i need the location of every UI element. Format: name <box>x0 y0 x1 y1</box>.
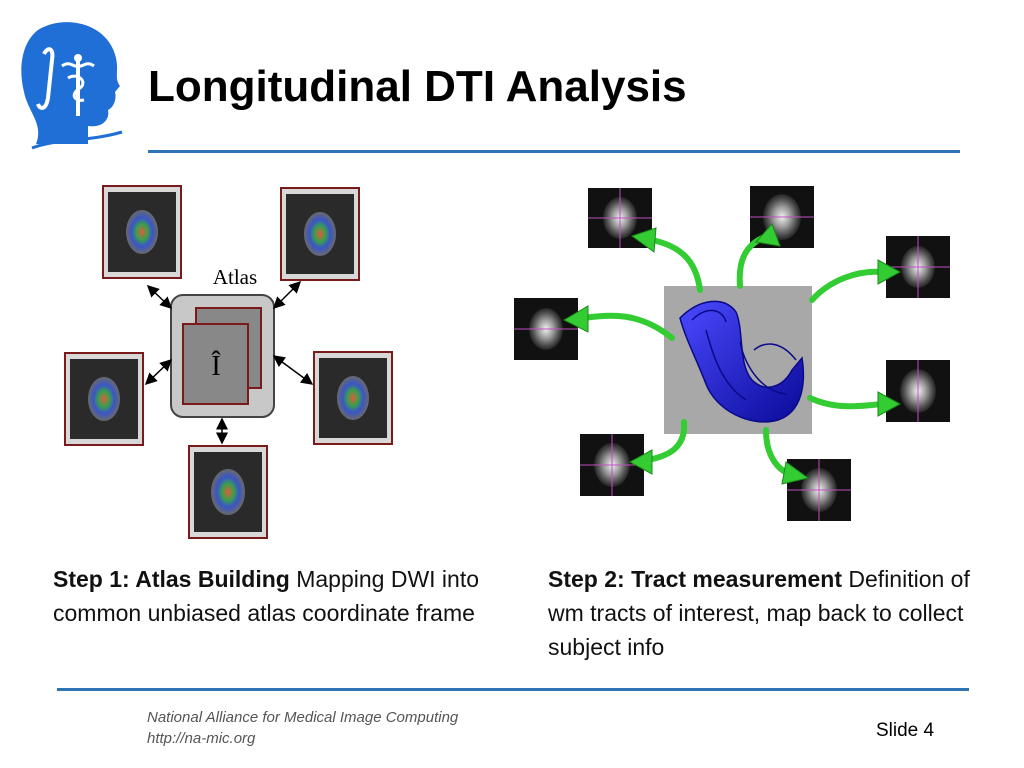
fiber-tract <box>679 300 805 423</box>
slice-right-top <box>886 236 950 298</box>
slide-number: Slide 4 <box>876 720 935 741</box>
subject-image-mid-left <box>64 352 144 446</box>
footer-organization: National Alliance for Medical Image Comp… <box>147 707 458 749</box>
slide-title: Longitudinal DTI Analysis <box>148 62 687 111</box>
slice-left <box>514 298 578 360</box>
step2-heading: Step 2: Tract measurement <box>548 566 843 592</box>
subject-image-bottom <box>188 445 268 539</box>
step2-body: Definition of wm tracts of interest, map… <box>548 566 970 660</box>
title-divider <box>148 150 960 153</box>
atlas-label: Atlas <box>213 265 257 289</box>
tract-measurement-diagram <box>514 186 950 521</box>
subject-image-top-right <box>280 187 360 281</box>
slice-bottom-right <box>787 459 851 521</box>
footer-divider <box>57 688 969 691</box>
atlas-symbol: Î <box>211 351 221 382</box>
subject-image-mid-right <box>313 351 393 445</box>
slice-bottom-left <box>580 434 644 496</box>
atlas-box: Î <box>170 294 275 418</box>
step2-caption: Step 2: Tract measurement Definition of … <box>548 562 988 664</box>
mapping-arrows <box>144 280 314 445</box>
namic-logo-icon <box>21 22 123 150</box>
subject-image-top-left <box>102 185 182 279</box>
atlas-building-diagram: Atlas Î <box>64 185 393 539</box>
slice-right-bottom <box>886 360 950 422</box>
step1-heading: Step 1: Atlas Building <box>53 566 290 592</box>
green-arrowheads <box>562 223 902 485</box>
step1-body: Mapping DWI into common unbiased atlas c… <box>53 566 480 626</box>
footer-org-name: National Alliance for Medical Image Comp… <box>147 709 459 726</box>
step1-caption: Step 1: Atlas Building Mapping DWI into … <box>53 562 493 630</box>
footer-url: http://na-mic.org <box>147 730 256 747</box>
